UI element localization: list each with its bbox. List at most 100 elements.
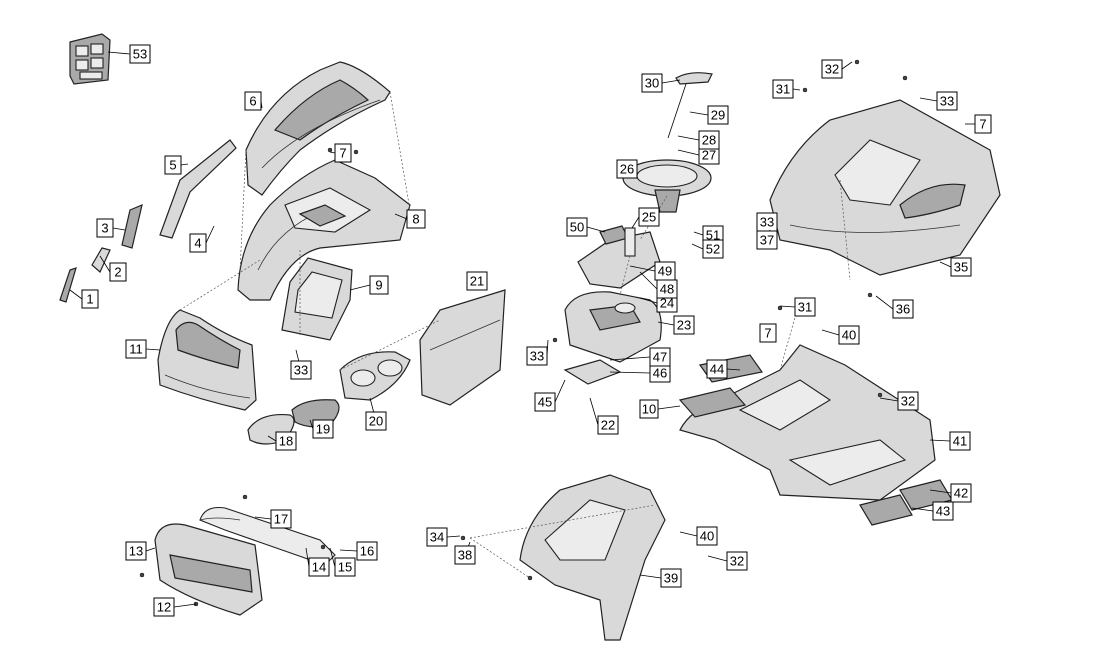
callout-number: 10 [642, 402, 656, 417]
callout-leader [792, 88, 801, 91]
callout-leader [679, 531, 698, 537]
callout-30: 30 [641, 73, 681, 93]
callout-number: 36 [896, 302, 910, 317]
callout-box [932, 501, 954, 521]
callout-leader [657, 405, 681, 410]
callout-leader [631, 216, 640, 229]
pad-43 [859, 494, 913, 526]
side-panel-5 [159, 139, 237, 239]
callout-12: 12 [153, 597, 197, 617]
callout-leader [394, 213, 408, 220]
callout-number: 9 [375, 278, 382, 293]
callout-28: 28 [677, 130, 720, 150]
callout-25: 25 [631, 207, 660, 229]
callout-23: 23 [657, 315, 695, 335]
callout-21: 21 [466, 271, 488, 291]
hood-6 [245, 61, 391, 196]
callout-16: 16 [339, 541, 378, 561]
callout-number: 23 [677, 318, 691, 333]
callout-29: 29 [689, 105, 729, 125]
callout-41: 41 [929, 431, 971, 451]
callout-7: 7 [965, 114, 992, 134]
callout-number: 33 [294, 363, 308, 378]
callout-leader [929, 439, 951, 442]
callout-number: 28 [702, 133, 716, 148]
callout-number: 18 [279, 434, 293, 449]
callout-number: 53 [133, 47, 147, 62]
bumper-13 [154, 523, 263, 616]
callout-box [673, 315, 695, 335]
footboard-41 [679, 344, 936, 501]
callout-leader [254, 516, 272, 520]
lower-shroud-39 [519, 474, 666, 641]
callout-box [566, 217, 588, 237]
bumper-bar-14 [199, 506, 336, 566]
callout-number: 38 [458, 548, 472, 563]
callout-number: 48 [660, 282, 674, 297]
callout-33: 33 [526, 339, 549, 366]
callout-box [639, 399, 659, 419]
rod-29 [667, 83, 687, 139]
callout-number: 51 [706, 228, 720, 243]
callout-40: 40 [821, 325, 860, 345]
callout-number: 7 [764, 326, 771, 341]
callout-27: 27 [677, 145, 720, 165]
callout-number: 41 [953, 434, 967, 449]
callout-52: 52 [691, 239, 724, 259]
callout-leader [180, 163, 189, 166]
callout-number: 17 [274, 512, 288, 527]
callout-number: 27 [702, 148, 716, 163]
callout-leader [639, 271, 658, 290]
callout-leader [693, 231, 704, 236]
callout-box [406, 209, 426, 229]
callout-19: 19 [309, 419, 334, 439]
callout-leader [329, 547, 336, 568]
rear-fender-35 [769, 99, 1001, 276]
callout-32: 32 [879, 391, 919, 411]
callout-leader [939, 261, 952, 268]
callout-leader [586, 226, 606, 233]
callout-number: 21 [470, 274, 484, 289]
callout-box [821, 59, 843, 79]
callout-number: 35 [954, 260, 968, 275]
callout-box [109, 262, 127, 282]
callout-leader [707, 555, 728, 562]
callout-number: 33 [760, 215, 774, 230]
callout-box [702, 239, 724, 259]
callout-leader [329, 151, 336, 154]
callout-number: 32 [901, 394, 915, 409]
callout-5: 5 [164, 155, 189, 175]
callout-leader [929, 489, 952, 494]
callout-leader [112, 227, 126, 231]
callout-box [153, 597, 175, 617]
callout-number: 26 [620, 162, 634, 177]
callout-leader [554, 379, 566, 403]
callout-number: 6 [249, 94, 256, 109]
callout-leader [821, 329, 840, 336]
callout-number: 33 [940, 94, 954, 109]
callout-39: 39 [639, 568, 682, 588]
side-trim-2 [91, 247, 111, 273]
callout-box [426, 527, 448, 547]
callout-number: 5 [169, 158, 176, 173]
callout-number: 3 [101, 221, 108, 236]
callout-number: 44 [710, 362, 724, 377]
callout-number: 37 [760, 233, 774, 248]
callout-number: 13 [129, 544, 143, 559]
callout-9: 9 [349, 275, 389, 295]
side-trim-1 [59, 267, 77, 303]
steering-shaft-25 [624, 227, 636, 257]
side-trim-3 [121, 203, 143, 249]
callout-45: 45 [534, 379, 566, 412]
callout-box [950, 257, 972, 277]
callout-leader [779, 305, 796, 308]
callout-number: 31 [776, 82, 790, 97]
callout-17: 17 [254, 509, 292, 529]
front-nose-11 [157, 309, 257, 411]
callout-box [369, 275, 389, 295]
callout-number: 39 [664, 571, 678, 586]
callout-6: 6 [244, 91, 263, 111]
callout-number: 40 [842, 328, 856, 343]
callout-number: 43 [936, 504, 950, 519]
